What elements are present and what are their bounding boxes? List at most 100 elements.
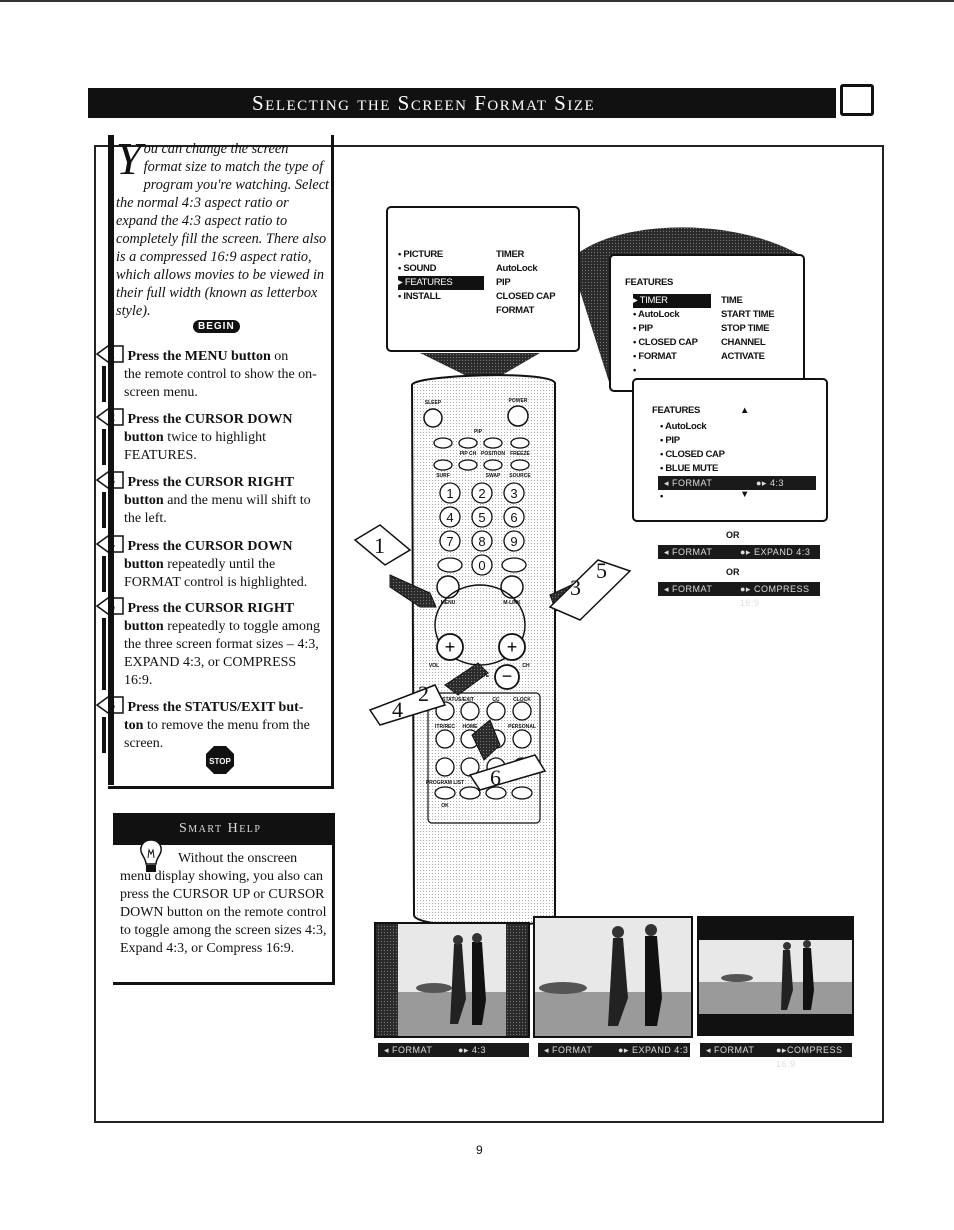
menu-features-right: TIME START TIME STOP TIME CHANNEL ACTIVA…	[721, 295, 775, 362]
callout-4-2	[368, 684, 447, 726]
power-button	[507, 405, 529, 427]
step-4-body: repeatedly until the FORMAT control is h…	[124, 557, 308, 590]
format-bar-expand: ◂ FORMAT ●▸ EXPAND 4:3	[658, 545, 820, 559]
step-6-bold-lead: ton	[124, 718, 144, 733]
svg-text:SLEEP: SLEEP	[425, 400, 442, 406]
smart-help-text: Without the onscreen menu display showin…	[120, 851, 327, 956]
or-label-2: OR	[726, 567, 740, 577]
begin-badge: BEGIN	[193, 320, 240, 333]
top-rule	[0, 0, 954, 2]
step-2: 2 Press the CURSOR DOWN button twice to …	[96, 408, 328, 465]
svg-text:CH: CH	[522, 663, 530, 669]
menu-features-left: ▸ TIMER • AutoLock • PIP • CLOSED CAP • …	[633, 294, 711, 378]
menu-beam-1	[420, 353, 540, 385]
svg-text:VOL: VOL	[429, 663, 439, 669]
step-2-body: twice to highlight FEATURES.	[124, 430, 266, 463]
ch-plus-button	[498, 633, 526, 661]
callout-label-2: 2	[418, 681, 429, 706]
svg-text:POWER: POWER	[509, 398, 528, 404]
step-3-heading: Press the CURSOR RIGHT	[127, 475, 295, 490]
menu-panel-format: FEATURES ▲ • AutoLock • PIP • CLOSED CAP…	[632, 378, 828, 522]
callout-label-1: 1	[374, 533, 385, 558]
screen-compress-16-9	[697, 916, 854, 1036]
step-2-heading: Press the CURSOR DOWN	[127, 412, 293, 427]
digit-2: 2	[478, 486, 485, 501]
svg-text:−: −	[502, 666, 513, 686]
digit-6: 6	[510, 510, 517, 525]
step-5-body: repeatedly to toggle among the three scr…	[124, 619, 320, 688]
stop-sign-icon: STOP	[206, 746, 234, 774]
svg-text:SURF: SURF	[436, 473, 450, 479]
menu-format-title: FEATURES	[652, 405, 701, 416]
page-number: 9	[476, 1143, 483, 1157]
callout-3-5	[548, 559, 632, 621]
step-2-bold-lead: button	[124, 430, 164, 445]
digit-1: 1	[446, 486, 453, 501]
screen-bar-expand: ◂ FORMAT ●▸ EXPAND 4:3	[538, 1043, 690, 1057]
svg-text:+: +	[507, 637, 518, 657]
intro-dropcap: Y	[116, 133, 142, 184]
menu-format-items: • AutoLock • PIP • CLOSED CAP • BLUE MUT…	[660, 421, 725, 474]
digit-3: 3	[510, 486, 517, 501]
svg-text:MENU: MENU	[441, 600, 456, 606]
step-6-heading: Press the STATUS/EXIT but-	[127, 700, 304, 715]
menu-main-left: • PICTURE • SOUND ▸ FEATURES • INSTALL	[398, 248, 484, 304]
step-1-heading-rest: on	[270, 349, 289, 364]
step-3-bold-lead: button	[124, 493, 164, 508]
callout-1	[353, 524, 412, 566]
menu-button	[436, 575, 460, 599]
svg-text:PROGRAM LIST: PROGRAM LIST	[426, 780, 464, 786]
svg-text:ITR/REC: ITR/REC	[435, 724, 455, 730]
digit-8: 8	[478, 534, 485, 549]
svg-text:STATUS/EXIT: STATUS/EXIT	[442, 697, 474, 703]
step-number-5: 5	[96, 597, 124, 615]
menu-main-right: TIMER AutoLock PIP CLOSED CAP FORMAT	[496, 249, 556, 316]
step-number-6: 6	[96, 696, 124, 714]
step-number-1: 1	[96, 345, 124, 363]
step-3-body: and the menu will shift to the left.	[124, 493, 311, 526]
content-frame	[94, 145, 884, 1123]
step-6-body: to remove the menu from the screen.	[124, 718, 310, 751]
step-1: 1 Press the MENU button on the remote co…	[96, 345, 328, 402]
svg-text:HOME: HOME	[463, 724, 479, 730]
digit-5: 5	[478, 510, 485, 525]
instruction-panel-bar	[108, 135, 114, 785]
lower-keypad	[427, 692, 541, 824]
digit-7: 7	[446, 534, 453, 549]
step-number-4: 4	[96, 535, 124, 553]
screen-bar-compress: ◂ FORMAT ●▸COMPRESS 16:9	[700, 1043, 852, 1069]
step-3: 3 Press the CURSOR RIGHT button and the …	[96, 471, 328, 528]
digit-9: 9	[510, 534, 517, 549]
step-6: 6 Press the STATUS/EXIT but- ton to remo…	[96, 696, 328, 753]
svg-text:SOURCE: SOURCE	[509, 473, 531, 479]
menu-panel-main: • PICTURE • SOUND ▸ FEATURES • INSTALL T…	[386, 206, 580, 352]
step-4: 4 Press the CURSOR DOWN button repeatedl…	[96, 535, 328, 592]
pip-button	[433, 437, 453, 449]
svg-text:M-LINK: M-LINK	[503, 600, 521, 606]
vol-plus-button	[436, 633, 464, 661]
instruction-panel	[108, 135, 334, 789]
step-4-heading: Press the CURSOR DOWN	[127, 539, 293, 554]
sleep-button	[423, 408, 443, 428]
hand-3-icon	[444, 662, 489, 696]
step-number-3: 3	[96, 471, 124, 489]
svg-text:PIP: PIP	[474, 429, 483, 435]
svg-text:OK: OK	[441, 803, 449, 809]
step-5-bold-lead: button	[124, 619, 164, 634]
step-5-heading: Press the CURSOR RIGHT	[127, 601, 295, 616]
step-1-heading: Press the MENU button	[127, 349, 271, 364]
callout-label-5: 5	[596, 558, 607, 583]
svg-text:SWAP: SWAP	[486, 473, 501, 479]
digit-4: 4	[446, 510, 453, 525]
stop-label: STOP	[209, 757, 231, 766]
callout-6	[468, 754, 547, 791]
callout-label-4: 4	[392, 697, 403, 722]
ch-minus-button	[494, 664, 520, 690]
svg-text:FREEZE: FREEZE	[510, 451, 530, 457]
intro-text: ou can change the screen format size to …	[116, 141, 330, 319]
step-number-2: 2	[96, 408, 124, 426]
menu-features-title: FEATURES	[625, 277, 674, 288]
callout-label-6: 6	[490, 765, 501, 790]
svg-text:POSITION: POSITION	[481, 451, 505, 457]
